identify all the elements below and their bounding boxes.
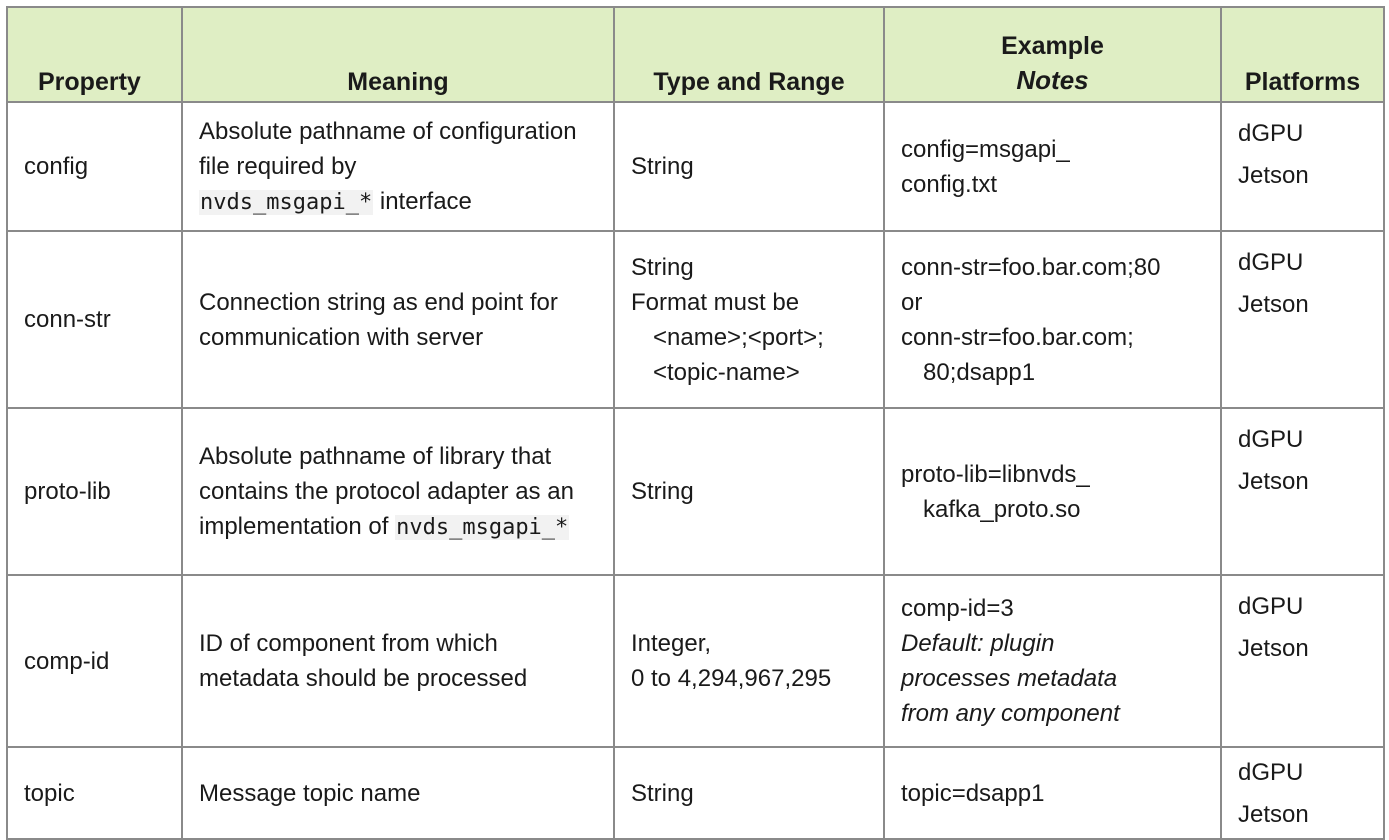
code-snippet: nvds_msgapi_* xyxy=(199,189,374,215)
properties-table-container: Property Meaning Type and Range Example … xyxy=(6,6,1385,840)
type-line: String xyxy=(631,253,694,281)
table-row: conn-str Connection string as end point … xyxy=(6,230,1385,409)
platform-dgpu: dGPU xyxy=(1238,593,1304,620)
platform-dgpu: dGPU xyxy=(1238,426,1304,453)
type-range-cell: String xyxy=(613,407,885,576)
property-cell: topic xyxy=(6,746,183,840)
platform-jetson: Jetson xyxy=(1238,468,1309,495)
table-row: config Absolute pathname of configuratio… xyxy=(6,101,1385,232)
example-notes-cell: topic=dsapp1 xyxy=(883,746,1222,840)
platform-dgpu: dGPU xyxy=(1238,249,1304,276)
example-notes-cell: proto-lib=libnvds_ kafka_proto.so xyxy=(883,407,1222,576)
type-line: <name>;<port>; xyxy=(653,323,824,351)
table-header-row: Property Meaning Type and Range Example … xyxy=(6,6,1385,103)
header-type-range: Type and Range xyxy=(613,6,885,103)
type-range-cell: Integer, 0 to 4,294,967,295 xyxy=(613,574,885,748)
platforms-cell: dGPU Jetson xyxy=(1220,230,1385,409)
example-line: comp-id=3 xyxy=(901,595,1014,622)
example-line: 80;dsapp1 xyxy=(923,358,1036,386)
platforms-cell: dGPU Jetson xyxy=(1220,407,1385,576)
header-platforms: Platforms xyxy=(1220,6,1385,103)
platform-jetson: Jetson xyxy=(1238,162,1309,189)
header-property: Property xyxy=(6,6,183,103)
type-line: <topic-name> xyxy=(653,358,800,386)
platforms-cell: dGPU Jetson xyxy=(1220,574,1385,748)
header-meaning: Meaning xyxy=(181,6,615,103)
header-example-notes: Example Notes xyxy=(883,6,1222,103)
example-line: proto-lib=libnvds_ xyxy=(901,460,1090,488)
meaning-text-suffix: interface xyxy=(373,187,472,215)
notes-line: from any component xyxy=(901,700,1120,727)
header-example: Example xyxy=(1001,32,1104,60)
notes-line: processes metadata xyxy=(901,665,1118,692)
type-line: Format must be xyxy=(631,288,800,316)
platform-jetson: Jetson xyxy=(1238,291,1309,318)
type-range-cell: String Format must be <name>;<port>; <to… xyxy=(613,230,885,409)
platforms-cell: dGPU Jetson xyxy=(1220,746,1385,840)
table-row: proto-lib Absolute pathname of library t… xyxy=(6,407,1385,576)
example-line: conn-str=foo.bar.com;80 xyxy=(901,253,1161,281)
property-cell: proto-lib xyxy=(6,407,183,576)
example-line: kafka_proto.so xyxy=(923,495,1081,523)
meaning-cell: ID of component from which metadata shou… xyxy=(181,574,615,748)
code-snippet: nvds_msgapi_* xyxy=(395,514,570,540)
type-range-cell: String xyxy=(613,746,885,840)
example-line: config.txt xyxy=(901,170,998,198)
meaning-cell: Message topic name xyxy=(181,746,615,840)
notes-line: Default: plugin xyxy=(901,630,1055,657)
meaning-text: Absolute pathname of configuration file … xyxy=(199,117,577,180)
table-row: comp-id ID of component from which metad… xyxy=(6,574,1385,748)
meaning-text: Absolute pathname of library that contai… xyxy=(199,442,574,540)
example-notes-cell: conn-str=foo.bar.com;80 or conn-str=foo.… xyxy=(883,230,1222,409)
header-notes: Notes xyxy=(1016,65,1089,95)
meaning-cell: Absolute pathname of configuration file … xyxy=(181,101,615,232)
platforms-cell: dGPU Jetson xyxy=(1220,101,1385,232)
example-line: config=msgapi_ xyxy=(901,135,1070,163)
example-notes-cell: comp-id=3 Default: plugin processes meta… xyxy=(883,574,1222,748)
platform-dgpu: dGPU xyxy=(1238,120,1304,147)
type-range-cell: String xyxy=(613,101,885,232)
property-cell: conn-str xyxy=(6,230,183,409)
type-line: Integer, xyxy=(631,630,712,657)
example-line: conn-str=foo.bar.com; xyxy=(901,323,1134,351)
table-row: topic Message topic name String topic=ds… xyxy=(6,746,1385,840)
property-cell: config xyxy=(6,101,183,232)
example-notes-cell: config=msgapi_ config.txt xyxy=(883,101,1222,232)
property-cell: comp-id xyxy=(6,574,183,748)
platform-dgpu: dGPU xyxy=(1238,759,1304,786)
properties-table: Property Meaning Type and Range Example … xyxy=(6,6,1385,840)
meaning-cell: Connection string as end point for commu… xyxy=(181,230,615,409)
meaning-cell: Absolute pathname of library that contai… xyxy=(181,407,615,576)
platform-jetson: Jetson xyxy=(1238,635,1309,662)
platform-jetson: Jetson xyxy=(1238,801,1309,828)
type-line: 0 to 4,294,967,295 xyxy=(631,665,832,692)
example-line: or xyxy=(901,288,923,316)
